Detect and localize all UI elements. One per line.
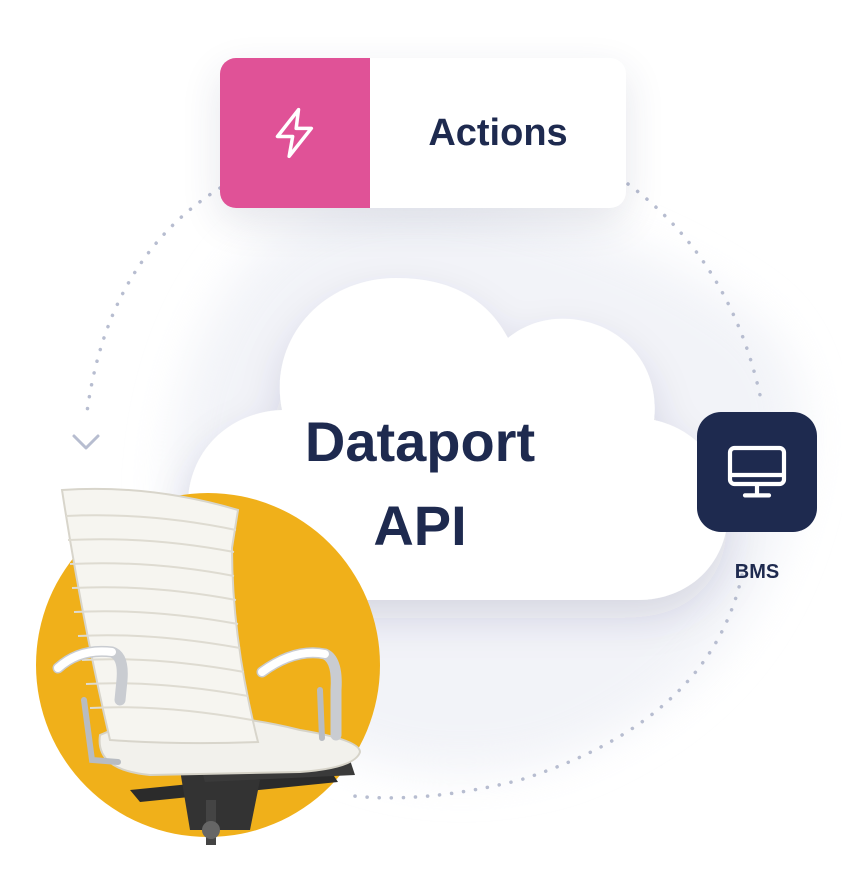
actions-card[interactable]: Actions <box>220 58 626 208</box>
desktop-monitor-icon <box>727 445 787 498</box>
dotted-cycle-path <box>84 182 762 800</box>
office-chair-illustration <box>52 487 362 845</box>
cloud-title-line-2: API <box>373 494 467 557</box>
cloud-title: Dataport API <box>210 400 630 568</box>
cloud-title-line-1: Dataport <box>304 410 536 473</box>
bms-tile[interactable] <box>697 412 817 532</box>
cloud-shape <box>188 278 729 600</box>
actions-icon-tile <box>220 58 370 208</box>
lightning-bolt-icon <box>275 107 314 159</box>
bms-label: BMS <box>734 561 780 583</box>
actions-label: Actions <box>428 111 568 154</box>
chevron-down-icon <box>72 434 100 450</box>
